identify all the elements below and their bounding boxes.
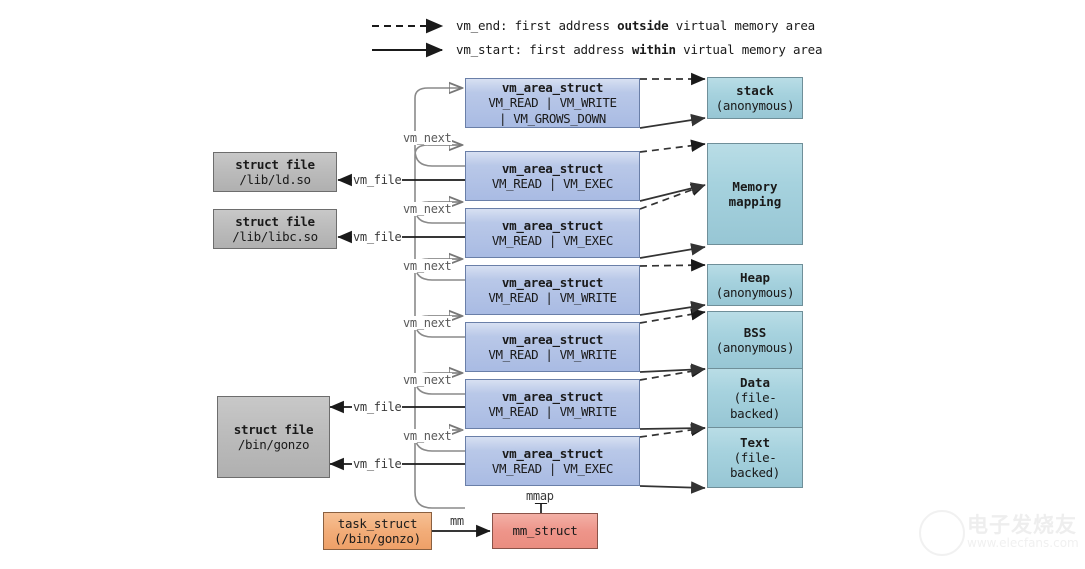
file-title: struct file — [235, 213, 315, 229]
vm-area-struct-box-7[interactable]: vm_area_struct VM_READ | VM_EXEC — [465, 436, 640, 486]
region-box-data[interactable]: Data (file- backed) — [707, 369, 803, 428]
region-sub: (anonymous) — [715, 285, 795, 300]
edge-label-vm-file-4: vm_file — [352, 457, 403, 471]
vma-flags: VM_READ | VM_WRITE — [488, 347, 617, 362]
region-name: BSS — [743, 324, 767, 340]
vm-area-struct-box-3[interactable]: vm_area_struct VM_READ | VM_EXEC — [465, 208, 640, 258]
region-box-bss[interactable]: BSS (anonymous) — [707, 311, 803, 369]
vma-flags: VM_READ | VM_WRITE — [488, 95, 617, 111]
vma-flags: VM_READ | VM_EXEC — [491, 461, 614, 476]
file-title: struct file — [235, 156, 315, 172]
edge-label-vm-file-3: vm_file — [352, 400, 403, 414]
region-name: stack — [736, 82, 774, 98]
vm-area-struct-box-2[interactable]: vm_area_struct VM_READ | VM_EXEC — [465, 151, 640, 201]
file-path: /bin/gonzo — [237, 437, 310, 452]
vm-area-struct-box-4[interactable]: vm_area_struct VM_READ | VM_WRITE — [465, 265, 640, 315]
file-path: /lib/ld.so — [239, 172, 311, 187]
edge-label-vm-next-5: vm_next — [402, 373, 453, 387]
vma-title: vm_area_struct — [501, 331, 604, 347]
region-box-stack[interactable]: stack (anonymous) — [707, 77, 803, 119]
region-box-text[interactable]: Text (file- backed) — [707, 428, 803, 488]
vma-flags: VM_READ | VM_EXEC — [491, 176, 614, 191]
vma-title: vm_area_struct — [501, 80, 604, 96]
region-sub2: backed) — [730, 405, 780, 421]
region-box-memory-mapping[interactable]: Memory mapping — [707, 143, 803, 245]
vma-flags: VM_READ | VM_EXEC — [491, 233, 614, 248]
legend-vm-start-suffix: virtual memory area — [675, 42, 823, 57]
task-path: (/bin/gonzo) — [334, 531, 421, 546]
vm-start-edges — [639, 113, 706, 494]
vm-area-struct-box-6[interactable]: vm_area_struct VM_READ | VM_WRITE — [465, 379, 640, 429]
region-name: Heap — [739, 269, 771, 285]
vma-title: vm_area_struct — [501, 388, 604, 404]
edge-label-mm: mm — [449, 514, 465, 528]
legend-solid-arrow-icon — [372, 42, 444, 58]
region-sub: mapping — [728, 194, 782, 209]
region-name: Data — [739, 375, 771, 391]
vma-title: vm_area_struct — [501, 160, 604, 176]
task-struct-box[interactable]: task_struct (/bin/gonzo) — [323, 512, 432, 550]
vm-area-struct-box-1[interactable]: vm_area_struct VM_READ | VM_WRITE | VM_G… — [465, 78, 640, 128]
vm-end-edges — [639, 72, 706, 438]
vma-flags-cont: | VM_GROWS_DOWN — [499, 110, 606, 126]
vm-next-edges — [414, 88, 465, 509]
task-title: task_struct — [337, 515, 418, 531]
vma-title: vm_area_struct — [501, 445, 604, 461]
vma-flags: VM_READ | VM_WRITE — [488, 290, 617, 305]
legend-vm-end-prefix: vm_end: first address — [456, 18, 618, 33]
edge-label-mmap: mmap — [525, 489, 555, 503]
edge-label-vm-next-6: vm_next — [402, 429, 453, 443]
legend-vm-end-bold: outside — [617, 18, 669, 33]
legend-vm-start-prefix: vm_start: first address — [456, 42, 632, 57]
edge-label-vm-file-1: vm_file — [352, 173, 403, 187]
struct-file-box-bin-gonzo[interactable]: struct file /bin/gonzo — [217, 396, 330, 478]
legend-vm-end-suffix: virtual memory area — [668, 18, 815, 33]
struct-file-box-libc-so[interactable]: struct file /lib/libc.so — [213, 209, 337, 249]
mm-struct-box[interactable]: mm_struct — [492, 513, 598, 549]
edge-label-vm-next-3: vm_next — [402, 259, 453, 273]
region-box-heap[interactable]: Heap (anonymous) — [707, 264, 803, 306]
region-sub2: backed) — [730, 465, 780, 481]
edge-label-vm-next-2: vm_next — [402, 202, 453, 216]
legend-vm-start-bold: within — [631, 42, 676, 57]
file-path: /lib/libc.so — [232, 229, 318, 244]
vma-title: vm_area_struct — [501, 274, 604, 290]
struct-file-box-ld-so[interactable]: struct file /lib/ld.so — [213, 152, 337, 192]
region-sub: (file- — [733, 390, 777, 406]
region-sub: (file- — [733, 449, 777, 465]
edge-label-vm-next-4: vm_next — [402, 316, 453, 330]
region-name: Text — [739, 434, 771, 450]
region-sub: (anonymous) — [715, 98, 795, 113]
vma-flags: VM_READ | VM_WRITE — [488, 404, 617, 419]
edge-label-vm-next-1: vm_next — [402, 131, 453, 145]
vma-title: vm_area_struct — [501, 217, 604, 233]
edge-label-vm-file-2: vm_file — [352, 230, 403, 244]
vm-area-struct-box-5[interactable]: vm_area_struct VM_READ | VM_WRITE — [465, 322, 640, 372]
mm-title: mm_struct — [512, 523, 578, 539]
file-title: struct file — [233, 421, 314, 437]
region-name: Memory — [732, 178, 778, 194]
region-sub: (anonymous) — [715, 340, 795, 355]
